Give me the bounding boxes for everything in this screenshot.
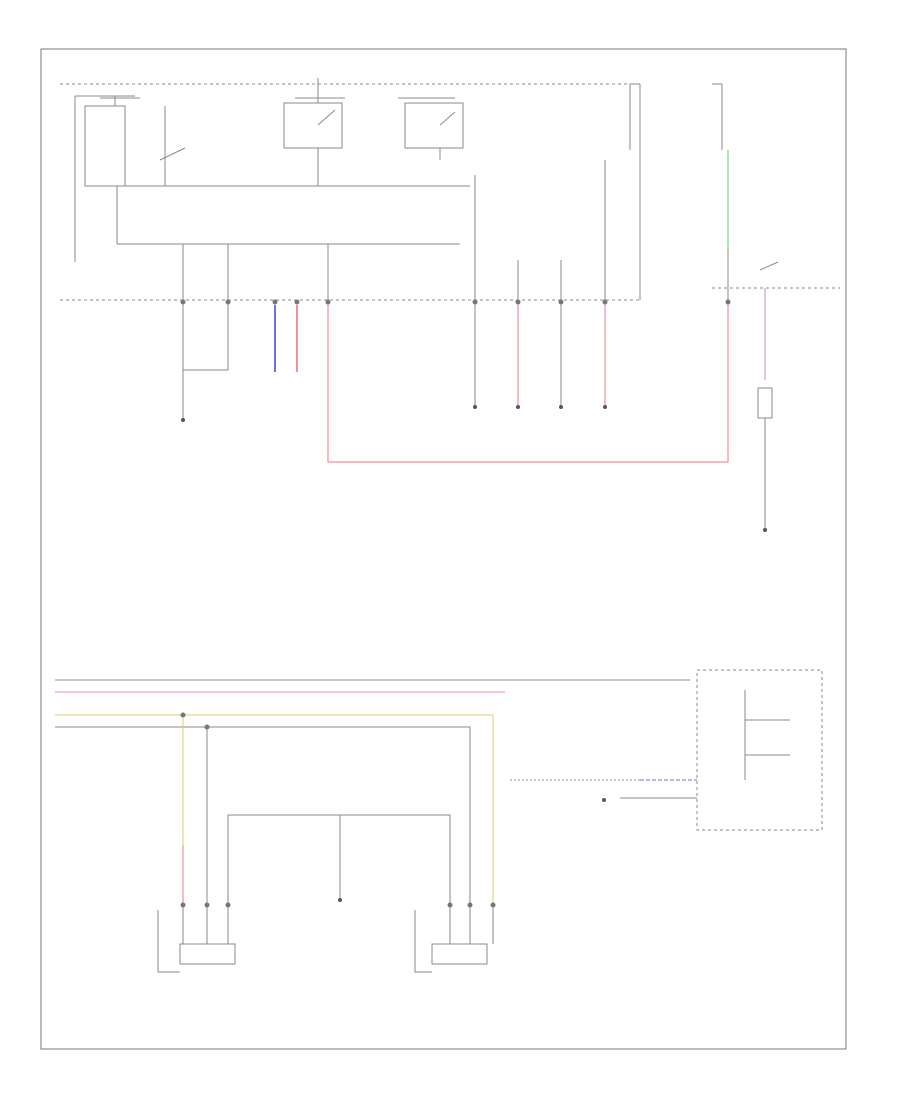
- relay-right-switch: [439, 111, 456, 126]
- right-switch-bracket: [414, 910, 432, 973]
- relay-mid-switch: [317, 109, 336, 126]
- ground-right: [763, 528, 767, 532]
- right-col-top: [712, 83, 723, 150]
- relay-left-lead: [74, 95, 135, 262]
- left-switch-leads: [182, 905, 229, 944]
- conn-b1: [180, 712, 186, 718]
- conn-3: [272, 299, 278, 305]
- control-unit-internal: [744, 690, 790, 780]
- switch-left: [159, 106, 186, 186]
- ground-left: [181, 418, 185, 422]
- conn-7: [515, 299, 521, 305]
- out-4-end: [603, 405, 607, 409]
- conn-b8: [490, 902, 496, 908]
- ground-cu-dot: [602, 798, 606, 802]
- conn-b4: [204, 902, 210, 908]
- diagram-frame: [40, 48, 847, 1050]
- conn-4: [294, 299, 300, 305]
- out-3-end: [559, 405, 563, 409]
- relay-mid-lead: [295, 78, 345, 186]
- conn-b3: [180, 902, 186, 908]
- relay-right-lead: [398, 97, 455, 160]
- bus-gray-2: [55, 726, 471, 905]
- relay-mid-box: [283, 102, 343, 149]
- conn-5: [325, 299, 331, 305]
- out-2-end: [516, 405, 520, 409]
- conn-8: [558, 299, 564, 305]
- right-switch-box: [431, 943, 488, 965]
- conn-b2: [204, 724, 210, 730]
- conn-b7: [467, 902, 473, 908]
- right-switch-leads: [449, 905, 494, 944]
- wire-red-loop: [327, 305, 729, 463]
- out-1-end: [473, 405, 477, 409]
- bus-yellow: [55, 714, 494, 905]
- relay-left-box: [84, 105, 126, 187]
- right-switch: [759, 261, 779, 271]
- conn-b5: [225, 902, 231, 908]
- bus-mid-horizontal: [228, 814, 451, 905]
- diode-box: [757, 387, 773, 419]
- control-unit-box: [696, 669, 823, 831]
- conn-1: [180, 299, 186, 305]
- left-switch-box: [179, 943, 236, 965]
- top-section: [60, 78, 840, 532]
- conn-b6: [447, 902, 453, 908]
- ground-mid-dot: [338, 898, 342, 902]
- relay-right-box: [404, 102, 464, 149]
- conn-2: [225, 299, 231, 305]
- pin-line-left2: [183, 244, 229, 371]
- conn-10: [725, 299, 731, 305]
- bottom-section: [55, 669, 823, 973]
- left-switch-bracket: [157, 910, 180, 973]
- conn-6: [472, 299, 478, 305]
- conn-9: [602, 299, 608, 305]
- module-right-fuse-box: [629, 83, 640, 150]
